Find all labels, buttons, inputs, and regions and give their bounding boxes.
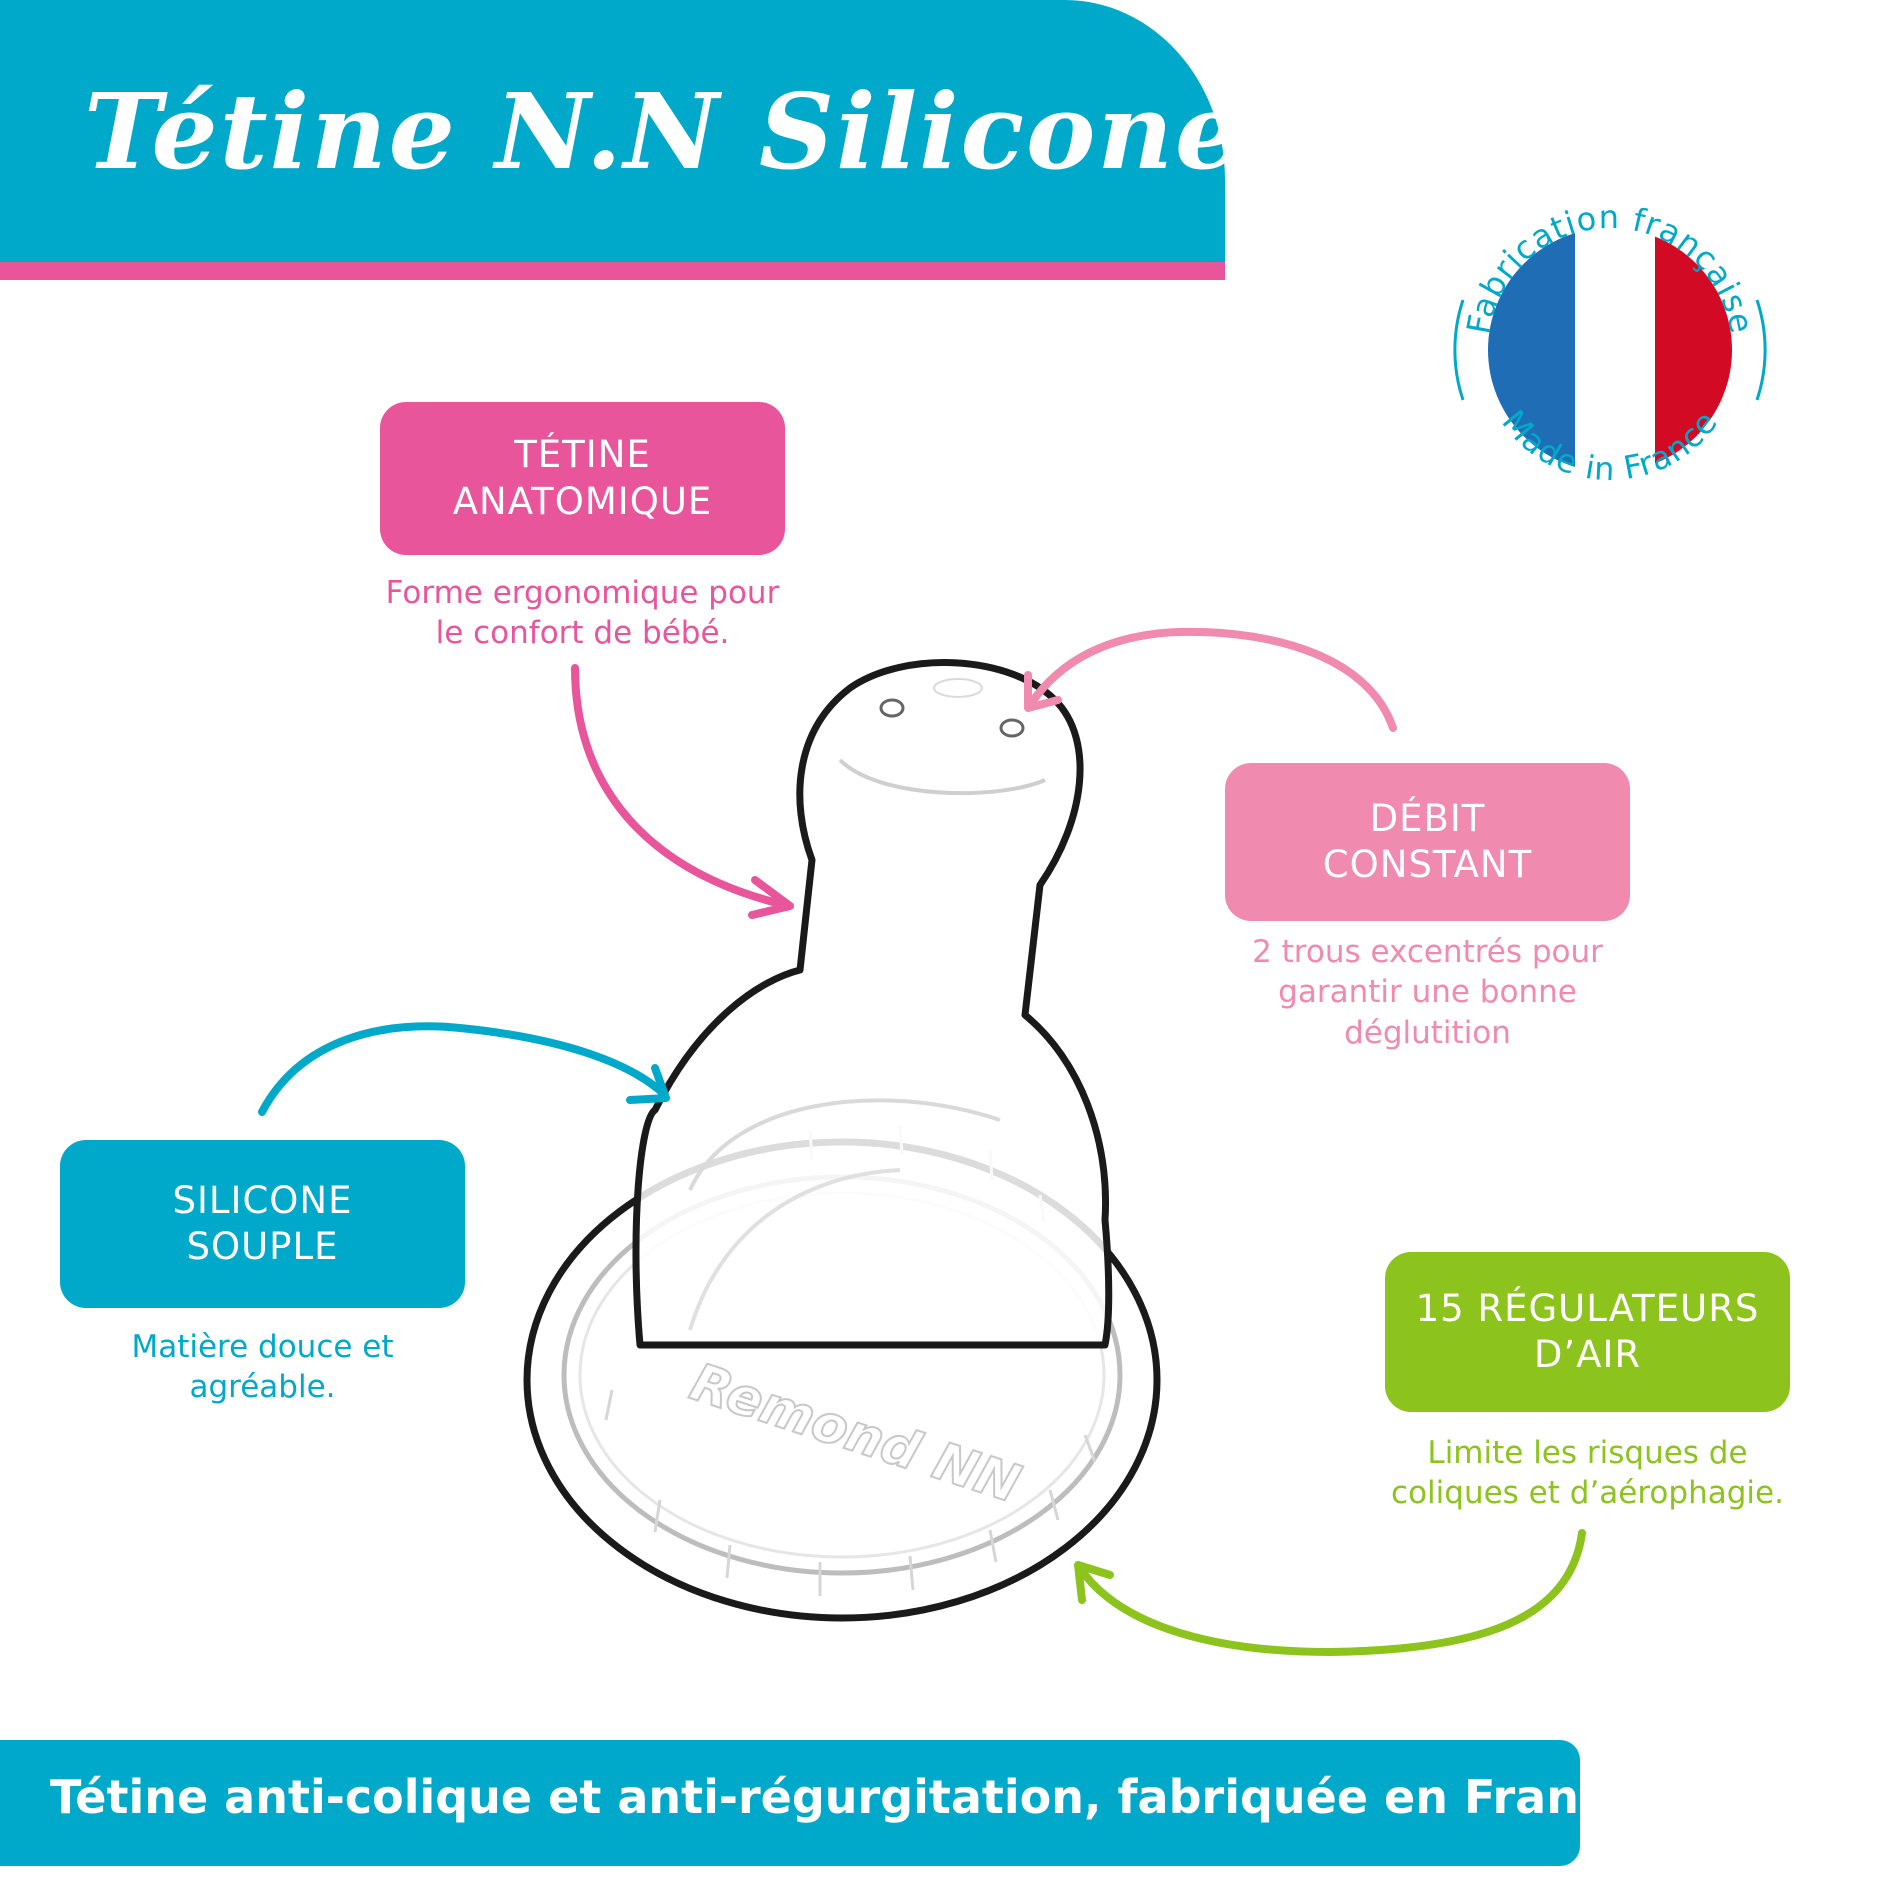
label-line: DÉBIT [1369, 796, 1486, 840]
desc-regulateurs-air: Limite les risques de coliques et d’aéro… [1335, 1433, 1840, 1514]
label-line: 15 RÉGULATEURS [1415, 1286, 1760, 1330]
nipple-body [632, 659, 1113, 1349]
flow-hole-right [999, 718, 1025, 738]
desc-line: le confort de bébé. [435, 615, 730, 652]
header-banner [0, 0, 1225, 262]
desc-silicone-souple: Matière douce et agréable. [10, 1327, 515, 1408]
made-in-france-seal: Fabrication française Made in France [1453, 198, 1767, 488]
arrow-regulateurs [1076, 1529, 1586, 1656]
desc-line: coliques et d’aérophagie. [1391, 1475, 1784, 1512]
nipple-inner-shade-2 [688, 1098, 1001, 1191]
desc-line: Limite les risques de [1427, 1435, 1748, 1471]
footer-banner [0, 1740, 1580, 1866]
desc-line: Matière douce et [131, 1329, 394, 1365]
label-tetine-anatomique: TÉTINE ANATOMIQUE [380, 402, 785, 555]
label-line: CONSTANT [1322, 843, 1533, 886]
nipple-tip-mark [933, 678, 983, 698]
desc-line: Forme ergonomique pour [385, 575, 780, 611]
flow-hole-left [879, 698, 905, 718]
label-regulateurs-air: 15 RÉGULATEURS D’AIR [1385, 1252, 1790, 1412]
label-line: D’AIR [1533, 1333, 1642, 1376]
desc-line: garantir une bonne [1278, 974, 1577, 1011]
nipple-inner-shade-3 [688, 1168, 901, 1331]
label-line: SILICONE [172, 1178, 353, 1222]
label-silicone-souple: SILICONE SOUPLE [60, 1140, 465, 1308]
arrow-anatomique-head [748, 876, 794, 919]
arrow-silicone-head [626, 1064, 670, 1104]
header-underline [0, 262, 1225, 280]
arrow-silicone [258, 1022, 669, 1116]
desc-debit-constant: 2 trous excentrés pour garantir une bonn… [1175, 932, 1680, 1053]
desc-line: déglutition [1344, 1014, 1511, 1051]
footer-tagline: Tétine anti-colique et anti-régurgitatio… [50, 1770, 1675, 1824]
label-line: SOUPLE [186, 1225, 339, 1268]
arrow-regulateurs-head [1074, 1561, 1114, 1604]
label-debit-constant: DÉBIT CONSTANT [1225, 763, 1630, 921]
desc-line: agréable. [189, 1369, 336, 1406]
arrow-anatomique [571, 664, 789, 909]
desc-tetine-anatomique: Forme ergonomique pour le confort de béb… [330, 573, 835, 654]
arrow-debit [1026, 627, 1397, 732]
nipple-inner-shade [838, 758, 1046, 796]
desc-line: 2 trous excentrés pour [1252, 934, 1603, 970]
label-line: TÉTINE [514, 433, 651, 477]
page-title: Tétine N.N Silicone [84, 70, 1244, 193]
label-line: ANATOMIQUE [452, 479, 713, 523]
arrow-debit-head [1024, 671, 1062, 712]
